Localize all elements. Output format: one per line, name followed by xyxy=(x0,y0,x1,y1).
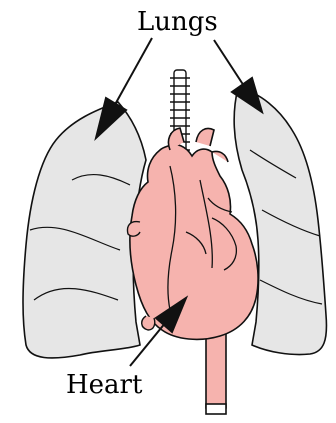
heart-label: Heart xyxy=(66,370,143,400)
lungs-label: Lungs xyxy=(137,7,218,37)
heart xyxy=(130,144,258,339)
descending-aorta xyxy=(206,330,226,410)
aorta-end xyxy=(206,404,226,414)
